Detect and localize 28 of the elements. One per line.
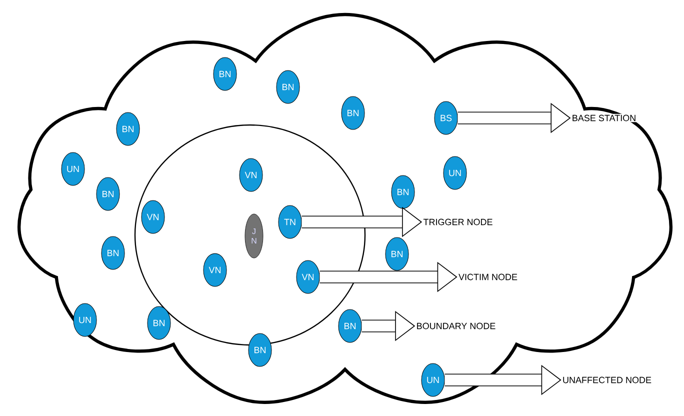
sensor-node: VN (203, 253, 227, 287)
sensor-node: UN (443, 156, 467, 190)
sensor-node: UN (421, 363, 445, 397)
sensor-node: VN (141, 200, 165, 234)
sensor-node: UN (61, 152, 85, 186)
sensor-node: BN (276, 70, 300, 104)
region-circle (134, 124, 366, 346)
node-label: UNAFFECTED NODE (562, 376, 652, 384)
sensor-node: VN (239, 158, 263, 192)
sensor-node: BN (248, 333, 272, 367)
sensor-node: BS (434, 101, 458, 135)
cloud-shape (18, 12, 672, 404)
jammer-node: J N (244, 214, 264, 258)
sensor-node: TN (278, 205, 302, 239)
node-label: BOUNDARY NODE (415, 322, 497, 330)
sensor-node: BN (338, 309, 362, 343)
sensor-node: UN (73, 303, 97, 337)
node-label: TRIGGER NODE (422, 218, 494, 226)
sensor-node: BN (101, 236, 125, 270)
node-label: VICTIM NODE (458, 272, 518, 282)
sensor-node: BN (385, 237, 409, 271)
sensor-node: BN (341, 96, 365, 130)
sensor-node: BN (391, 175, 415, 209)
sensor-node: BN (147, 306, 171, 340)
sensor-node: VN (296, 260, 320, 294)
sensor-node: BN (213, 57, 237, 91)
sensor-node: BN (116, 112, 140, 146)
sensor-node: BN (96, 177, 120, 211)
